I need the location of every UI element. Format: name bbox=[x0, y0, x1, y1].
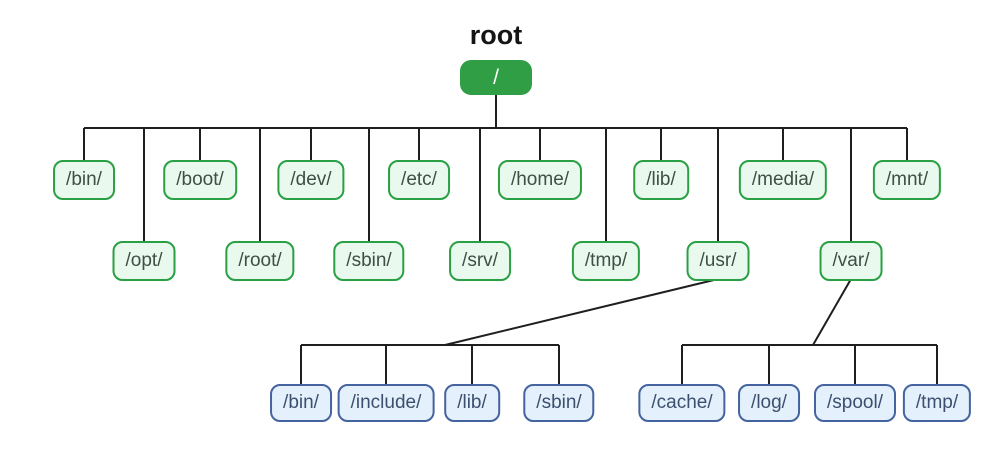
usr-subtree-edges bbox=[300, 278, 719, 384]
node-opt: /opt/ bbox=[112, 241, 176, 281]
var-subtree-edges bbox=[681, 278, 938, 384]
node-root-dir: /root/ bbox=[225, 241, 295, 281]
level1-row2-drops bbox=[143, 128, 852, 241]
node-usr-lib: /lib/ bbox=[444, 384, 500, 422]
node-usr-sbin: /sbin/ bbox=[523, 384, 595, 422]
node-usr-include: /include/ bbox=[337, 384, 435, 422]
node-root: / bbox=[460, 60, 532, 95]
level1-row1-drops bbox=[83, 128, 908, 160]
root-label: root bbox=[469, 20, 523, 50]
node-etc: /etc/ bbox=[388, 160, 450, 200]
node-var-log: /log/ bbox=[738, 384, 800, 422]
node-boot: /boot/ bbox=[163, 160, 237, 200]
node-var: /var/ bbox=[819, 241, 883, 281]
node-tmp: /tmp/ bbox=[571, 241, 641, 281]
node-dev: /dev/ bbox=[277, 160, 345, 200]
node-sbin: /sbin/ bbox=[333, 241, 405, 281]
node-mnt: /mnt/ bbox=[872, 160, 942, 200]
node-srv: /srv/ bbox=[449, 241, 511, 281]
node-bin: /bin/ bbox=[53, 160, 115, 200]
node-var-spool: /spool/ bbox=[814, 384, 896, 422]
node-home: /home/ bbox=[497, 160, 583, 200]
node-usr: /usr/ bbox=[686, 241, 750, 281]
node-var-cache: /cache/ bbox=[638, 384, 726, 422]
node-lib: /lib/ bbox=[633, 160, 689, 200]
node-var-tmp: /tmp/ bbox=[902, 384, 972, 422]
node-media: /media/ bbox=[738, 160, 828, 200]
node-usr-bin: /bin/ bbox=[270, 384, 332, 422]
